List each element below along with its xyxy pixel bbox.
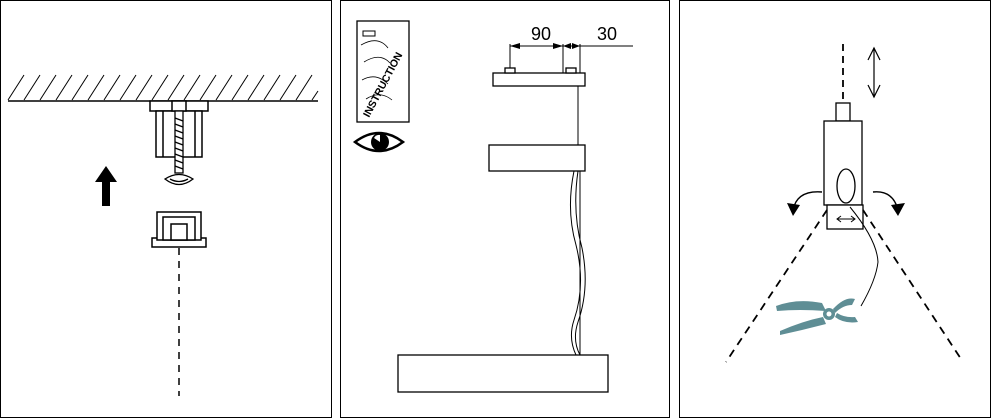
left-rotate-arrow-icon (787, 191, 823, 216)
panel-ceiling-mounting (0, 0, 332, 418)
up-arrow-icon (95, 166, 117, 206)
panel-ceiling-mounting-drawing (0, 0, 332, 418)
cut-cable-end (849, 206, 879, 307)
panel-cable-adjustment (679, 0, 992, 418)
release-arrow-icon (836, 215, 856, 223)
ceiling-bracket (151, 211, 207, 248)
instruction-booklet: INSTRUCTION (356, 20, 410, 123)
right-lower-cable (862, 209, 964, 363)
panel-spacing-and-suspension: INSTRUCTION 90 30 (340, 0, 670, 418)
driver-box (488, 144, 586, 172)
eye-icon (352, 131, 406, 153)
cable-gripper (823, 102, 864, 230)
pliers-pivot (826, 311, 832, 317)
dimension-lines (509, 43, 633, 74)
screw (163, 110, 195, 186)
canopy-plate (492, 67, 586, 87)
right-rotate-arrow-icon (872, 191, 905, 216)
dimension-30-label: 30 (597, 24, 617, 44)
pliers-icon (776, 298, 858, 335)
panel-frame (0, 0, 332, 418)
dimension-90-label: 90 (531, 24, 551, 44)
luminaire-body (397, 354, 609, 393)
panel-spacing-drawing: INSTRUCTION 90 30 (340, 0, 670, 418)
vertical-adjust-arrow-icon (867, 46, 881, 99)
left-lower-cable (725, 209, 828, 363)
ceiling-hatch (7, 74, 319, 102)
power-cables (569, 170, 586, 356)
panel-adjustment-drawing (679, 0, 991, 418)
